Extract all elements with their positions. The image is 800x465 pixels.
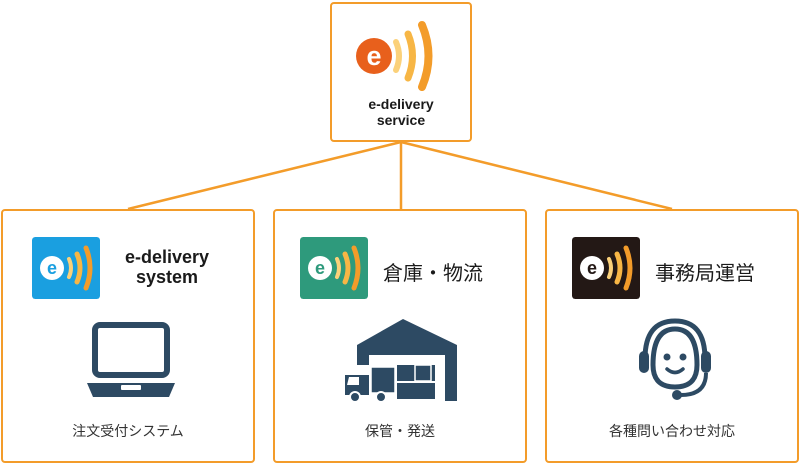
svg-text:e: e [587,258,597,278]
headset-support-icon [639,318,711,400]
laptop-icon [87,322,175,397]
top-title-line2: service [376,112,426,128]
warehouse-truck-icon [345,319,457,403]
top-node-title: e-delivery service [332,96,470,128]
system-caption: 注文受付システム [72,423,184,439]
svg-text:e: e [366,41,381,71]
warehouse-node: e 倉庫・物流 保管・発送 [273,209,527,463]
top-title-line1: e-delivery [368,96,434,112]
warehouse-title: 倉庫・物流 [383,263,483,285]
office-caption: 各種問い合わせ対応 [609,423,735,439]
system-title-line2: system [135,267,199,287]
svg-text:e: e [47,258,57,278]
system-title-line1: e-delivery [124,247,210,267]
system-title: e-delivery system [107,247,227,287]
e-delivery-logo-icon: e [356,21,433,91]
warehouse-caption: 保管・発送 [365,423,435,439]
office-logo-tile-icon: e [572,237,640,299]
warehouse-logo-tile-icon: e [300,237,368,299]
svg-text:e: e [315,258,325,278]
office-node: e 事務局運営 各種問い合わせ対応 [545,209,799,463]
system-logo-tile-icon: e [32,237,100,299]
e-delivery-service-node: e e-delivery service [330,2,472,142]
office-title: 事務局運営 [655,263,755,285]
system-node: e e-delivery system 注文受付システム [1,209,255,463]
